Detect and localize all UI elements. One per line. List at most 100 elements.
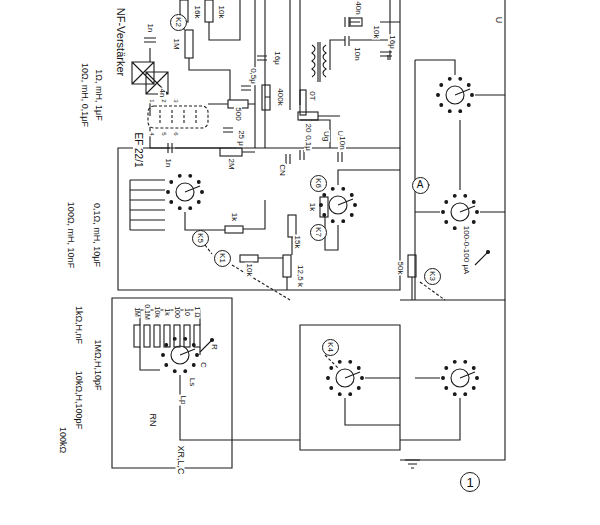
callout-text: K4 bbox=[326, 342, 334, 352]
part-label: XR,L,C bbox=[176, 444, 185, 475]
capacitor-symbol bbox=[144, 17, 392, 164]
callout-text: 1 bbox=[466, 476, 473, 489]
part-label: 50k bbox=[396, 261, 404, 276]
part-label: 1 bbox=[149, 98, 155, 103]
part-label: C bbox=[199, 361, 207, 369]
switch-contact bbox=[189, 207, 192, 210]
signal-wire bbox=[412, 60, 505, 300]
callout-text: K1 bbox=[218, 253, 226, 263]
switch-contact bbox=[357, 387, 360, 390]
part-label: 3 bbox=[173, 98, 179, 103]
switch-contact bbox=[170, 181, 173, 184]
switch-contact bbox=[459, 110, 462, 113]
resistor-symbol bbox=[154, 325, 160, 347]
resistor-symbol bbox=[184, 325, 190, 347]
switch-contact bbox=[167, 191, 170, 194]
switch-contact bbox=[467, 84, 470, 87]
switch-lever bbox=[200, 252, 488, 352]
part-label: 1M bbox=[134, 306, 141, 318]
part-label: 10 bbox=[184, 307, 191, 317]
signal-wire bbox=[300, 22, 400, 148]
resistor-symbol bbox=[300, 90, 306, 115]
rotary-switch bbox=[442, 194, 479, 229]
callout-circle: K5 bbox=[192, 230, 209, 247]
part-label: 10k bbox=[217, 5, 225, 20]
part-label: 2M bbox=[227, 157, 235, 170]
switch-contact bbox=[448, 110, 451, 113]
switch-contact bbox=[350, 214, 353, 217]
switch-contact bbox=[330, 367, 333, 370]
resistor-symbol bbox=[320, 197, 328, 217]
frame-wire bbox=[400, 300, 505, 460]
switch-contact bbox=[170, 201, 173, 204]
resistor-symbol bbox=[283, 255, 291, 277]
switch-contact bbox=[472, 201, 475, 204]
switch-contact bbox=[192, 364, 195, 367]
part-label: 10kΩ,H,100pF bbox=[74, 370, 83, 430]
part-label: 15k bbox=[293, 235, 301, 250]
callout-circle: K2 bbox=[170, 14, 187, 31]
resistor-symbol bbox=[134, 325, 140, 347]
switch-wiper bbox=[338, 199, 353, 205]
part-label: CN bbox=[278, 163, 286, 177]
switch-wiper bbox=[455, 89, 470, 95]
callout-circle: 1 bbox=[460, 472, 480, 492]
resistor-symbol bbox=[174, 325, 180, 347]
part-label: 10n bbox=[338, 135, 346, 150]
callout-circle: K3 bbox=[424, 268, 441, 285]
resistor-symbol bbox=[220, 148, 242, 156]
switch-contact bbox=[178, 174, 181, 177]
part-label: Lp bbox=[179, 395, 187, 406]
part-label: 25 μ bbox=[237, 129, 245, 147]
part-label: 100Ω, mH, 10nF bbox=[66, 201, 75, 269]
switch-wiper bbox=[185, 186, 200, 192]
resistor-symbol bbox=[262, 85, 270, 110]
part-label: 20 bbox=[304, 123, 312, 134]
signal-wire bbox=[185, 170, 400, 290]
part-label: 100 bbox=[174, 305, 181, 319]
part-label: 1k bbox=[230, 212, 238, 222]
resistor-symbol bbox=[194, 325, 200, 347]
part-label: 0,1Ω, mH, 10μF bbox=[92, 202, 101, 268]
switch-wiper bbox=[345, 372, 360, 378]
part-label: NF-Verstärker bbox=[115, 7, 126, 77]
part-label: 1k bbox=[164, 307, 171, 316]
callout-text: K2 bbox=[174, 17, 182, 27]
switch-contact bbox=[472, 387, 475, 390]
switch-contact bbox=[323, 194, 326, 197]
part-label: EF 22/1 bbox=[133, 131, 143, 168]
switch-contact bbox=[349, 393, 352, 396]
callout-text: A bbox=[417, 180, 424, 190]
switch-contact bbox=[472, 221, 475, 224]
resistor-symbol bbox=[225, 226, 243, 233]
rotary-switch bbox=[320, 187, 357, 222]
part-label: 0,1μ bbox=[304, 134, 312, 152]
switch-contact bbox=[445, 387, 448, 390]
frame-wire bbox=[118, 148, 400, 290]
frame-wire bbox=[300, 325, 400, 450]
switch-wiper bbox=[460, 372, 475, 378]
resistor-symbol bbox=[164, 325, 170, 347]
part-label: 1kΩ,H,nF bbox=[74, 305, 83, 345]
switch-contact bbox=[197, 201, 200, 204]
switch-contact bbox=[196, 354, 199, 357]
switch-contact bbox=[350, 194, 353, 197]
rotary-switch bbox=[437, 77, 474, 112]
switch-contact bbox=[342, 187, 345, 190]
part-label: 12,5 k bbox=[296, 264, 304, 288]
part-label: 100kΩ bbox=[58, 426, 67, 454]
switch-contact bbox=[342, 220, 345, 223]
resistor-symbol bbox=[350, 18, 362, 26]
part-label: 1 Ω bbox=[194, 305, 201, 318]
part-label: 10k bbox=[154, 305, 161, 318]
resistor-symbol bbox=[144, 325, 150, 347]
switch-contact bbox=[357, 367, 360, 370]
switch-contact bbox=[487, 251, 490, 254]
switch-contact bbox=[189, 174, 192, 177]
switch-contact bbox=[453, 360, 456, 363]
part-label: 1Ω, mH, 1μF bbox=[94, 68, 103, 121]
switch-contact bbox=[437, 94, 440, 97]
part-label: 10k bbox=[245, 263, 253, 278]
